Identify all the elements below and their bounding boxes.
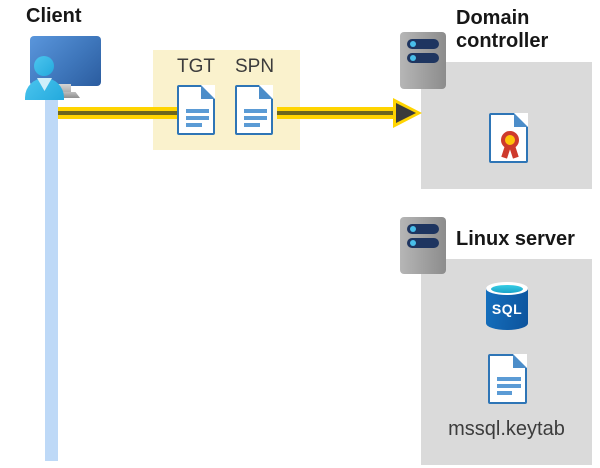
- spn-label: SPN: [235, 56, 275, 77]
- monitor-stand-base: [48, 92, 80, 98]
- server-drive-bay: [407, 224, 439, 234]
- spn-document-icon: [235, 85, 273, 135]
- doc-text-line: [244, 116, 267, 120]
- linux-server-title: Linux server: [456, 228, 575, 250]
- monitor-stand-neck: [57, 84, 71, 93]
- doc-text-line: [244, 123, 260, 127]
- client-title: Client: [26, 5, 82, 27]
- server-led-icon: [410, 55, 416, 61]
- database-cylinder-top-inner: [491, 284, 523, 293]
- tgt-document-icon: [177, 85, 215, 135]
- server-drive-bay: [407, 53, 439, 63]
- certificate-icon: [489, 113, 528, 163]
- ticket-highlight-box: [153, 50, 300, 150]
- person-icon: [34, 56, 54, 76]
- doc-text-line: [186, 116, 209, 120]
- server-drive-bay: [407, 238, 439, 248]
- tgt-label: TGT: [177, 56, 215, 77]
- linux-server-icon: [400, 217, 446, 274]
- sql-database-icon: SQL: [486, 282, 528, 330]
- database-cylinder-body: [486, 288, 528, 330]
- server-drive-bay: [407, 39, 439, 49]
- server-led-icon: [410, 240, 416, 246]
- doc-text-line: [497, 391, 512, 395]
- certificate-seal-icon: [501, 131, 519, 149]
- doc-text-line: [497, 377, 521, 381]
- server-led-icon: [410, 226, 416, 232]
- database-cylinder-top: [486, 282, 528, 295]
- client-timeline-bar: [45, 90, 58, 461]
- flow-arrow-shaft-left: [58, 107, 177, 119]
- sql-label: SQL: [491, 301, 523, 317]
- keytab-document-icon: [488, 354, 527, 404]
- flow-arrow-head-icon: [396, 103, 416, 123]
- keytab-filename-label: mssql.keytab: [448, 418, 565, 440]
- server-led-icon: [410, 41, 416, 47]
- flow-arrow-shaft-right: [277, 107, 396, 119]
- domain-controller-server-icon: [400, 32, 446, 89]
- domain-controller-title: Domain controller: [456, 7, 549, 52]
- doc-text-line: [186, 123, 202, 127]
- doc-text-line: [497, 384, 521, 388]
- doc-text-line: [186, 109, 209, 113]
- doc-text-line: [244, 109, 267, 113]
